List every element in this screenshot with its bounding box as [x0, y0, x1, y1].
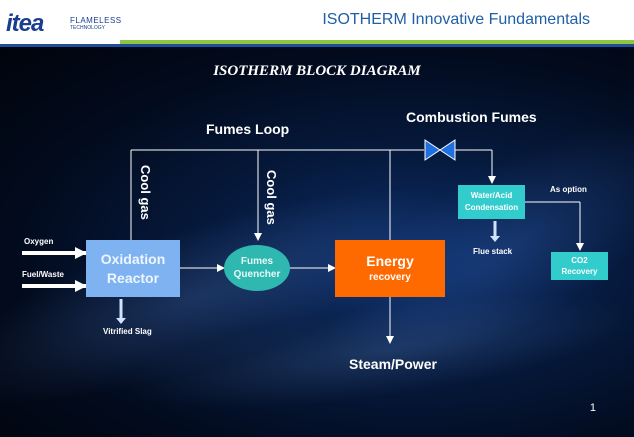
steam-power-label: Steam/Power — [349, 356, 437, 372]
flue-stack-arrow — [490, 221, 500, 242]
fumes-quencher-ellipse: Fumes Quencher — [224, 245, 290, 291]
header-divider-green — [120, 40, 634, 44]
fumes-loop-line — [130, 149, 424, 241]
slide-title: ISOTHERM Innovative Fundamentals — [322, 11, 590, 28]
as-option-label: As option — [550, 185, 587, 194]
header-divider-blue — [0, 44, 634, 47]
fumes-quencher-line1: Fumes — [240, 256, 274, 267]
water-acid-line1: Water/Acid — [470, 191, 513, 200]
co2-recovery-box: CO2 Recovery — [551, 252, 608, 280]
oxygen-label: Oxygen — [24, 237, 54, 246]
logo-tagline-technology: TECHNOLOGY — [70, 25, 106, 31]
water-acid-line2: Condensation — [464, 203, 519, 212]
logo-text: itea — [6, 10, 44, 37]
slide-header: itea FLAMELESS TECHNOLOGY ISOTHERM Innov… — [0, 0, 634, 44]
water-acid-condensation-box: Water/Acid Condensation — [458, 185, 525, 219]
cool-gas-label-1: Cool gas — [138, 165, 153, 220]
option-line — [525, 201, 584, 251]
oxidation-reactor-line2: Reactor — [106, 269, 160, 286]
valve-icon — [424, 139, 456, 161]
co2-line1: CO2 — [571, 256, 588, 265]
combustion-fumes-line — [455, 149, 496, 184]
vitrified-slag-arrow — [116, 299, 126, 324]
diagram-title: ISOTHERM BLOCK DIAGRAM — [213, 63, 421, 79]
itea-logo: itea FLAMELESS TECHNOLOGY — [4, 10, 121, 38]
energy-recovery-line2: recovery — [369, 272, 411, 283]
fumes-loop-label: Fumes Loop — [206, 121, 290, 137]
fumes-quencher-line2: Quencher — [233, 269, 281, 280]
cool-gas-label-2: Cool gas — [264, 170, 279, 225]
oxidation-reactor-box: Oxidation Reactor — [86, 240, 180, 297]
oxidation-reactor-line1: Oxidation — [100, 250, 166, 267]
combustion-fumes-label: Combustion Fumes — [406, 109, 537, 125]
fuel-waste-label: Fuel/Waste — [22, 270, 64, 279]
vitrified-slag-label: Vitrified Slag — [103, 327, 152, 336]
co2-line2: Recovery — [561, 267, 598, 276]
page-number: 1 — [589, 402, 596, 414]
energy-recovery-box: Energy recovery — [335, 240, 445, 297]
logo-tagline-flameless: FLAMELESS — [70, 16, 122, 25]
flue-stack-label: Flue stack — [473, 247, 513, 256]
energy-recovery-line1: Energy — [366, 253, 414, 269]
